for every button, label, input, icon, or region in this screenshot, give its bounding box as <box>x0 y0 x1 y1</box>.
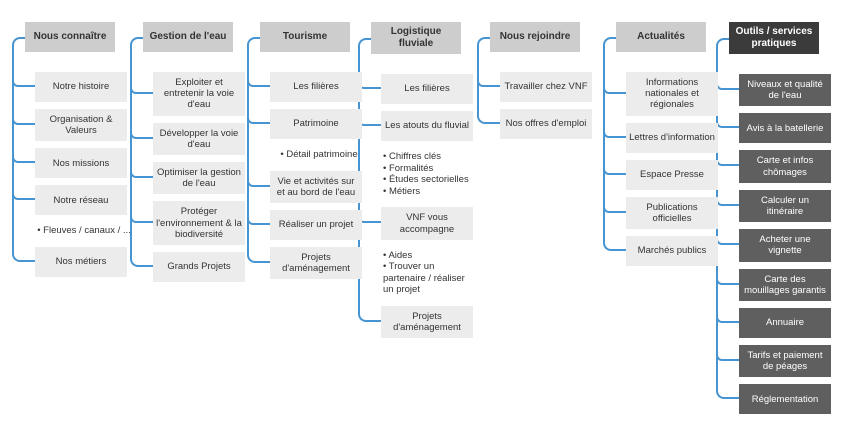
node-reglementation: Réglementation <box>739 384 831 415</box>
node-nos-metiers: Nos métiers <box>35 246 127 277</box>
connector-bracket <box>12 37 35 262</box>
node-patrimoine: Patrimoine <box>270 109 362 139</box>
node-grands-projets: Grands Projets <box>153 252 245 283</box>
node-les-atouts-du-fluvial: Les atouts du fluvial <box>381 111 473 141</box>
connector-stub <box>130 85 153 94</box>
column-header-outils-services-pratiques: Outils / services pratiques <box>729 22 819 54</box>
node-marches-publics: Marchés publics <box>626 236 718 267</box>
node-avis-a-la-batellerie: Avis à la batellerie <box>739 113 831 144</box>
node-optimiser-la-gestion-de-l-eau: Optimiser la gestion de l'eau <box>153 162 245 195</box>
connector-stub <box>716 119 739 128</box>
bullet-line: • Aides <box>383 249 413 261</box>
connector-stub <box>12 191 35 200</box>
bullet-line: • Fleuves / canaux / ... <box>37 225 131 237</box>
connector-stub <box>716 197 739 206</box>
connector-bracket <box>716 38 739 399</box>
connector-stub <box>716 81 739 90</box>
connector-stub <box>716 236 739 245</box>
bullet-line: • Études sectorielles <box>383 174 469 186</box>
node-les-filieres: Les filières <box>381 74 473 104</box>
connector-stub <box>247 115 270 124</box>
bullet-note: • Fleuves / canaux / ... <box>35 222 131 240</box>
connector-stub <box>247 78 270 87</box>
connector-bracket <box>603 37 626 251</box>
node-niveaux-et-qualite-de-l-eau: Niveaux et qualité de l'eau <box>739 74 831 107</box>
column-items: Travailler chez VNF Nos offres d'emploi <box>500 72 594 139</box>
column-header-gestion-de-l-eau: Gestion de l'eau <box>143 22 233 52</box>
bullet-note: • Chiffres clés• Formalités• Études sect… <box>381 148 477 200</box>
node-proteger-l-environnement-la-biodiversite: Protéger l'environnement & la biodiversi… <box>153 201 245 246</box>
node-vie-et-activites-sur-et-au-bord-de-l-eau: Vie et activités sur et au bord de l'eau <box>270 170 362 203</box>
node-projets-d-amenagement: Projets d'aménagement <box>381 306 473 339</box>
column-header-tourisme: Tourisme <box>260 22 350 52</box>
connector-stub <box>130 130 153 139</box>
node-realiser-un-projet: Réaliser un projet <box>270 209 362 240</box>
node-notre-histoire: Notre histoire <box>35 72 127 102</box>
connector-stub <box>477 78 500 87</box>
connector-stub <box>716 157 739 166</box>
connector-stub <box>716 314 739 323</box>
node-notre-reseau: Notre réseau <box>35 185 127 216</box>
connector-stub <box>12 78 35 87</box>
connector-bracket <box>247 37 270 263</box>
node-carte-des-mouillages-garantis: Carte des mouillages garantis <box>739 268 831 302</box>
column-header-nous-connaitre: Nous connaître <box>25 22 115 52</box>
connector-stub <box>12 154 35 163</box>
bullet-line: • Détail patrimoine <box>280 149 358 160</box>
connector-stub <box>603 129 626 138</box>
node-vnf-vous-accompagne: VNF vous accompagne <box>381 207 473 240</box>
node-carte-et-infos-chomages: Carte et infos chômages <box>739 150 831 183</box>
bullet-line: • Chiffres clés <box>383 151 442 162</box>
node-acheter-une-vignette: Acheter une vignette <box>739 229 831 262</box>
node-nos-offres-d-emploi: Nos offres d'emploi <box>500 109 592 139</box>
connector-stub <box>716 352 739 361</box>
node-travailler-chez-vnf: Travailler chez VNF <box>500 72 592 102</box>
connector-stub <box>247 178 270 187</box>
node-publications-officielles: Publications officielles <box>626 196 718 230</box>
node-informations-nationales-et-regionales: Informations nationales et régionales <box>626 72 718 116</box>
node-lettres-d-information: Lettres d'information <box>626 122 718 153</box>
column-header-logistique-fluviale: Logistique fluviale <box>371 22 461 54</box>
connector-stub <box>603 166 626 175</box>
node-exploiter-et-entretenir-la-voie-d-eau: Exploiter et entretenir la voie d'eau <box>153 72 245 116</box>
bullet-note: • Aides• Trouver un partenaire / réalise… <box>381 247 477 299</box>
node-organisation-valeurs: Organisation & Valeurs <box>35 109 127 142</box>
connector-bracket <box>130 37 153 267</box>
connector-stub <box>130 214 153 223</box>
connector-stub <box>603 85 626 94</box>
column-header-actualites: Actualités <box>616 22 706 52</box>
node-tarifs-et-paiement-de-peages: Tarifs et paiement de péages <box>739 345 831 378</box>
node-projets-d-amenagement: Projets d'aménagement <box>270 246 362 280</box>
node-nos-missions: Nos missions <box>35 148 127 179</box>
connector-stub <box>716 276 739 285</box>
bullet-note: • Détail patrimoine <box>270 146 366 164</box>
node-calculer-un-itineraire: Calculer un itinéraire <box>739 189 831 223</box>
bullet-line: • Métiers <box>383 185 421 197</box>
column-header-nous-rejoindre: Nous rejoindre <box>490 22 580 52</box>
node-developper-la-voie-d-eau: Développer la voie d'eau <box>153 122 245 156</box>
connector-stub <box>603 204 626 213</box>
bullet-line: • Trouver un partenaire / réaliser un pr… <box>383 261 465 296</box>
node-les-filieres: Les filières <box>270 72 362 102</box>
bullet-line: • Formalités <box>383 162 434 174</box>
connector-stub <box>130 169 153 178</box>
connector-stub <box>247 216 270 225</box>
connector-stub <box>12 116 35 125</box>
node-espace-presse: Espace Presse <box>626 159 718 190</box>
node-annuaire: Annuaire <box>739 308 831 339</box>
